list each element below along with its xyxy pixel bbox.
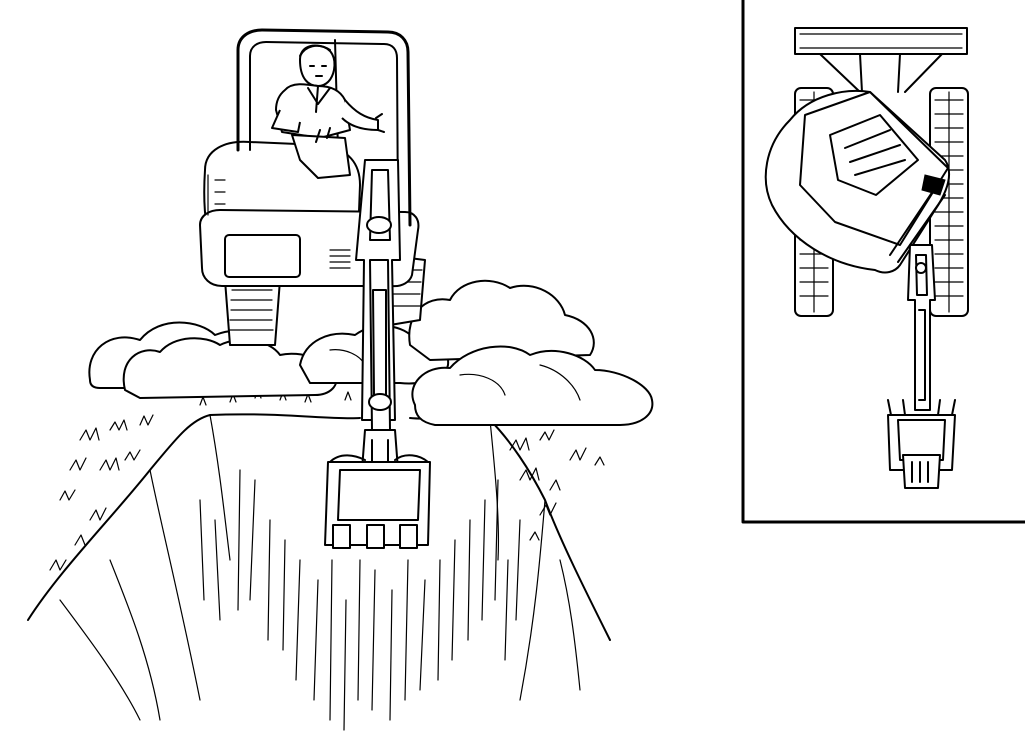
main-view-excavator-digging <box>27 28 654 731</box>
excavator-boom <box>355 159 401 471</box>
inset-bucket <box>887 399 956 489</box>
inset-upper-structure <box>764 89 951 274</box>
inset-boom <box>907 244 936 411</box>
inset-dozer-blade <box>794 27 968 93</box>
operator <box>271 44 385 179</box>
trench <box>27 413 611 731</box>
excavator-bucket <box>324 454 431 549</box>
inset-top-view <box>741 0 1025 524</box>
